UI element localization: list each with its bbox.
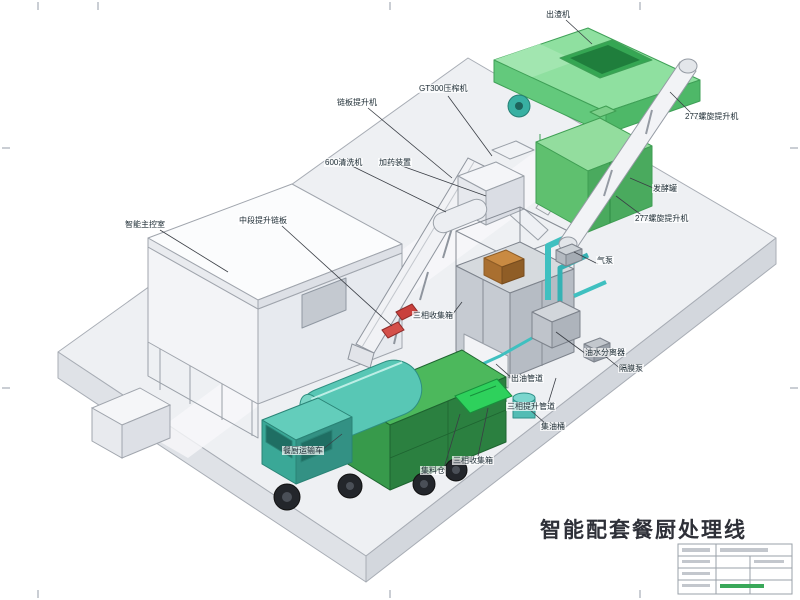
title-block-green-text [720, 584, 764, 588]
label-chain-plate-elevator: 链板提升机 [336, 98, 378, 107]
step-blocks [90, 387, 172, 459]
label-three-phase-lift-pipe: 三相提升管道 [506, 402, 556, 411]
label-screw-elevator-top: 277螺旋提升机 [684, 112, 740, 121]
label-transport-truck: 餐厨运输车 [282, 446, 324, 455]
label-control-room: 智能主控室 [124, 220, 166, 229]
label-mid-lift-chain-plate: 中段提升链板 [238, 216, 288, 225]
label-air-pump: 气泵 [596, 256, 614, 265]
label-three-phase-tank-lower: 三相收集箱 [452, 456, 494, 465]
control-room-building [147, 183, 403, 439]
label-three-phase-tank-upper: 三相收集箱 [412, 311, 454, 320]
press-washer-cluster [432, 140, 549, 241]
collection-tank-cluster [455, 206, 607, 389]
label-dosing-device: 加药装置 [378, 158, 412, 167]
feed-hopper-chute [454, 378, 513, 414]
truck-cab [261, 397, 353, 485]
title-block [677, 543, 793, 595]
label-press-machine: GT300压榨机 [418, 84, 469, 93]
washer-cylinder [432, 198, 488, 234]
building-legs [159, 342, 253, 436]
label-feed-hopper: 集料仓 [420, 466, 446, 475]
label-washer-600: 600清洗机 [324, 158, 364, 167]
building-window [301, 277, 347, 329]
label-oil-water-separator: 油水分离器 [584, 348, 626, 357]
building-stilts [147, 342, 259, 439]
label-fermentation-tank: 发酵罐 [652, 184, 678, 193]
label-oil-outlet-pipe: 出油管道 [510, 374, 544, 383]
truck-wheels [273, 458, 468, 511]
label-screw-elevator-mid: 277螺旋提升机 [634, 214, 690, 223]
label-diaphragm-pump: 隔膜泵 [618, 364, 644, 373]
diagram-title: 智能配套餐厨处理线 [540, 519, 747, 542]
label-oil-barrel: 集油桶 [540, 422, 566, 431]
label-discharge-machine: 出渣机 [545, 10, 571, 19]
oil-outlet-pipe [477, 336, 533, 368]
